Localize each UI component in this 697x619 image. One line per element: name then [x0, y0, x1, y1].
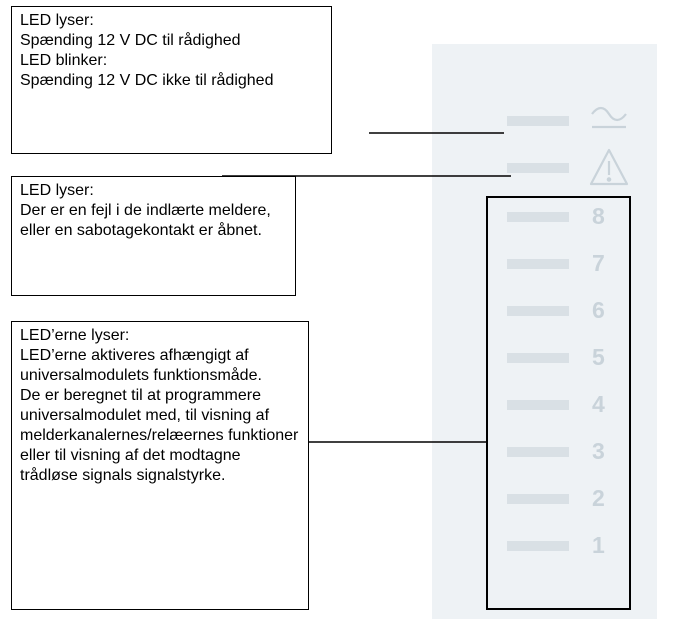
zone-led [507, 447, 569, 457]
zone-number: 4 [592, 391, 605, 417]
zone-number: 3 [592, 438, 605, 464]
callout-text: LED lyser: [20, 182, 94, 199]
zone-number: 7 [592, 250, 605, 276]
callout-zone-leds: LED’erne lyser: LED’erne aktiveres afhæn… [11, 321, 309, 610]
device-panel [432, 44, 657, 619]
zone-led [507, 494, 569, 504]
power-supply-icon [591, 106, 627, 129]
zone-number: 6 [592, 297, 605, 323]
callout-text: De er beregnet til at programmere univer… [20, 387, 299, 484]
zone-number: 8 [592, 203, 605, 229]
callout-text: Spænding 12 V DC til rådighed [20, 32, 241, 49]
zone-led [507, 400, 569, 410]
zone-leds-frame [486, 196, 631, 610]
zone-led [507, 541, 569, 551]
zone-number: 5 [592, 344, 605, 370]
callout-text: Spænding 12 V DC ikke til rådighed [20, 72, 274, 89]
callout-text: LED’erne lyser: [20, 327, 130, 344]
callout-fault-led: LED lyser: Der er en fejl i de indlærte … [11, 176, 296, 296]
callout-text: LED lyser: [20, 12, 94, 29]
zone-led [507, 353, 569, 363]
power-led [507, 116, 569, 126]
zone-led [507, 212, 569, 222]
callout-text: Der er en fejl i de indlærte meldere, el… [20, 202, 271, 239]
callout-power-led: LED lyser: Spænding 12 V DC til rådighed… [11, 6, 332, 154]
callout-text: LED’erne aktiveres afhængigt af universa… [20, 347, 262, 384]
fault-led [507, 163, 569, 173]
callout-text: LED blinker: [20, 52, 108, 69]
zone-led [507, 259, 569, 269]
zone-number: 2 [592, 485, 605, 511]
warning-triangle-icon [589, 148, 629, 186]
zone-number: 1 [592, 532, 605, 558]
zone-led [507, 306, 569, 316]
